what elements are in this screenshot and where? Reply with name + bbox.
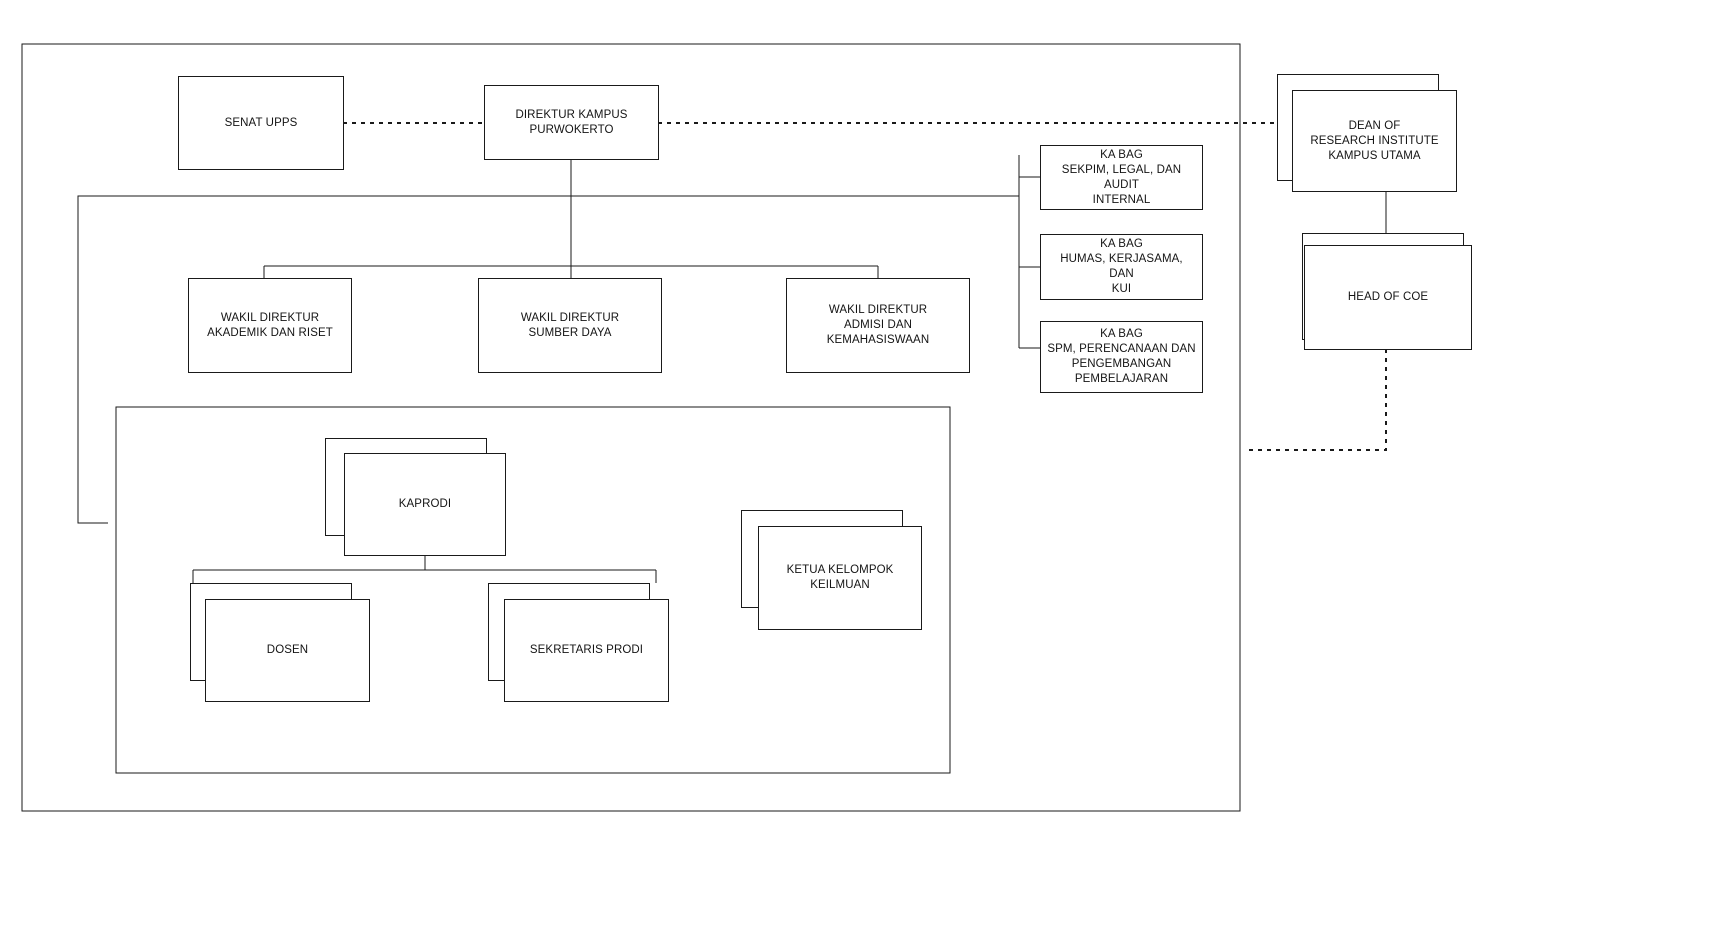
node-dosen-label: DOSEN	[266, 644, 309, 656]
node-kaprodi[interactable]: KAPRODI	[344, 453, 506, 556]
node-direktur-kampus[interactable]: DIREKTUR KAMPUS PURWOKERTO	[484, 85, 659, 160]
node-direktur-kampus-label: DIREKTUR KAMPUS PURWOKERTO	[515, 108, 628, 136]
node-dosen[interactable]: DOSEN	[205, 599, 370, 702]
node-wadir-admisi-label: WAKIL DIREKTUR ADMISI DAN KEMAHASISWAAN	[826, 304, 930, 346]
node-kabag-spm-label: KA BAG SPM, PERENCANAAN DAN PENGEMBANGAN…	[1047, 328, 1196, 385]
dotted-coe-prodi	[1242, 348, 1388, 452]
node-head-of-coe-label: HEAD OF COE	[1347, 291, 1429, 303]
node-kabag-humas-label: KA BAG HUMAS, KERJASAMA, DAN KUI	[1060, 238, 1183, 295]
node-kabag-humas[interactable]: KA BAG HUMAS, KERJASAMA, DAN KUI	[1040, 234, 1203, 300]
node-kabag-sekpim[interactable]: KA BAG SEKPIM, LEGAL, DAN AUDIT INTERNAL	[1040, 145, 1203, 210]
node-senat-upps[interactable]: SENAT UPPS	[178, 76, 344, 170]
node-ketua-kelompok-keilmuan-label: KETUA KELOMPOK KEILMUAN	[786, 564, 894, 591]
node-kabag-sekpim-label: KA BAG SEKPIM, LEGAL, DAN AUDIT INTERNAL	[1061, 148, 1182, 206]
node-wadir-sumber-daya[interactable]: WAKIL DIREKTUR SUMBER DAYA	[478, 278, 662, 373]
node-head-of-coe[interactable]: HEAD OF COE	[1304, 245, 1472, 350]
node-wadir-sumber-daya-label: WAKIL DIREKTUR SUMBER DAYA	[520, 311, 620, 339]
node-dean-of-research-institute-label: DEAN OF RESEARCH INSTITUTE KAMPUS UTAMA	[1310, 119, 1439, 162]
node-wadir-admisi[interactable]: WAKIL DIREKTUR ADMISI DAN KEMAHASISWAAN	[786, 278, 970, 373]
node-sekretaris-prodi-label: SEKRETARIS PRODI	[529, 644, 644, 656]
node-kaprodi-label: KAPRODI	[398, 498, 452, 510]
node-wadir-akademik[interactable]: WAKIL DIREKTUR AKADEMIK DAN RISET	[188, 278, 352, 373]
node-wadir-akademik-label: WAKIL DIREKTUR AKADEMIK DAN RISET	[207, 311, 333, 339]
node-kabag-spm[interactable]: KA BAG SPM, PERENCANAAN DAN PENGEMBANGAN…	[1040, 321, 1203, 393]
node-dean-of-research-institute[interactable]: DEAN OF RESEARCH INSTITUTE KAMPUS UTAMA	[1292, 90, 1457, 192]
node-ketua-kelompok-keilmuan[interactable]: KETUA KELOMPOK KEILMUAN	[758, 526, 922, 630]
node-senat-upps-label: SENAT UPPS	[224, 116, 298, 129]
node-sekretaris-prodi[interactable]: SEKRETARIS PRODI	[504, 599, 669, 702]
